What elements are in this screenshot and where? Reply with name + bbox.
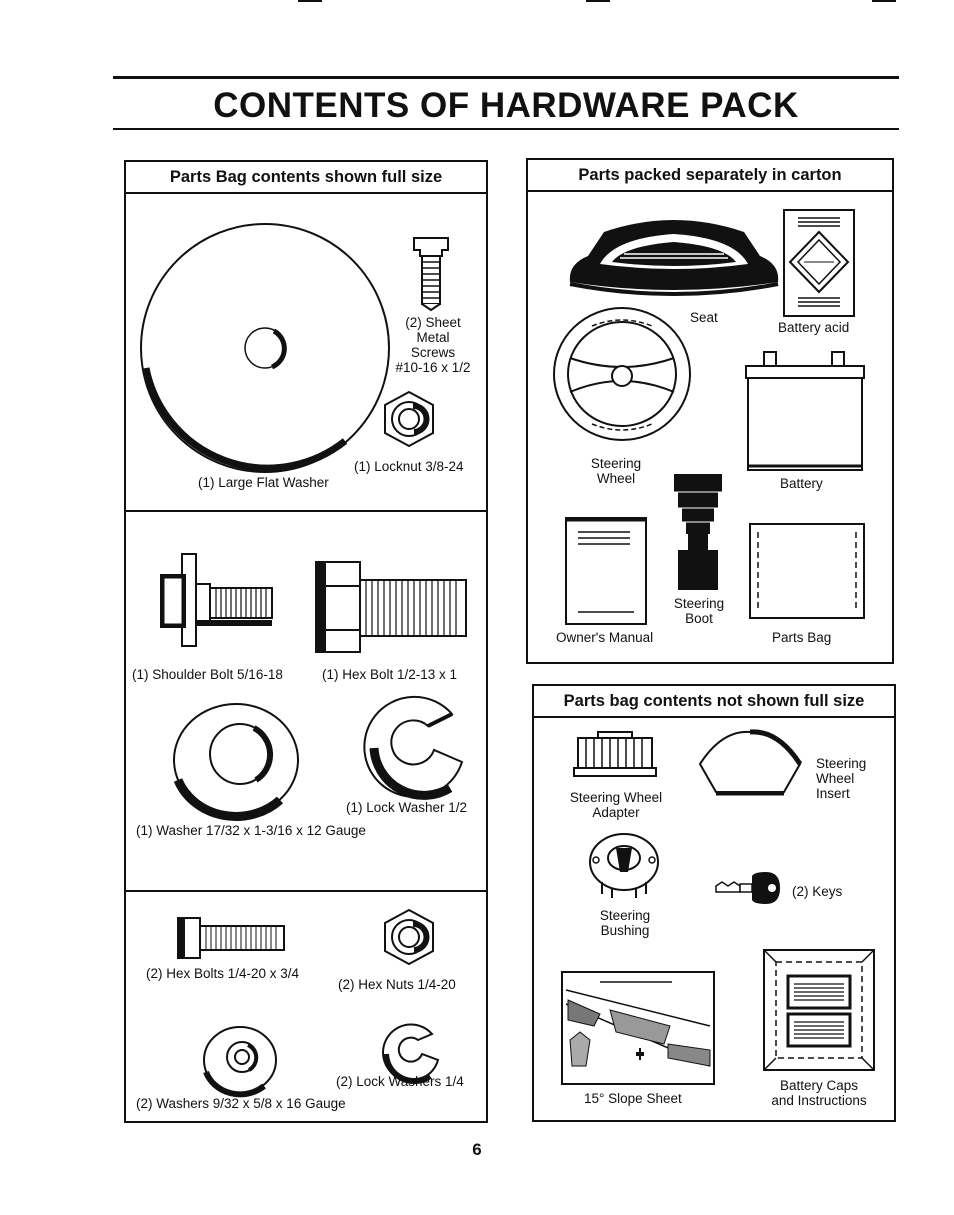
top-mark-left bbox=[298, 0, 322, 2]
owners-manual-caption: Owner's Manual bbox=[556, 630, 654, 645]
battery-acid-image bbox=[783, 209, 855, 317]
shoulder-bolt-image bbox=[160, 553, 273, 647]
battery-caption: Battery bbox=[780, 476, 823, 491]
panel-heading: Parts packed separately in carton bbox=[528, 160, 892, 192]
caption-line: Steering bbox=[816, 756, 867, 771]
battery-caps-image bbox=[763, 949, 875, 1071]
steering-wheel-adapter-image bbox=[573, 731, 657, 777]
washer-image bbox=[173, 703, 299, 821]
hex-bolts-image bbox=[177, 917, 285, 959]
locknut-image bbox=[384, 390, 434, 448]
owners-manual-image bbox=[565, 517, 647, 625]
parts-bag-caption: Parts Bag bbox=[772, 630, 832, 645]
locknut-caption: (1) Locknut 3/8-24 bbox=[354, 459, 464, 474]
panel-carton: Parts packed separately in carton Seat B… bbox=[526, 158, 894, 664]
steering-boot-image bbox=[674, 474, 722, 590]
top-mark-center bbox=[586, 0, 610, 2]
panel-not-full-size: Parts bag contents not shown full size S… bbox=[532, 684, 896, 1122]
caption-line: Wheel bbox=[816, 771, 855, 786]
washers-image bbox=[203, 1026, 277, 1098]
steering-bushing-image bbox=[589, 833, 659, 898]
caption-line: Bushing bbox=[600, 923, 650, 938]
screws-caption: (2) Sheet Metal Screws #10-16 x 1/2 bbox=[388, 315, 478, 375]
caption-line: Wheel bbox=[596, 471, 636, 486]
insert-caption: Steering Wheel Insert bbox=[816, 756, 866, 801]
page-title: CONTENTS OF HARDWARE PACK bbox=[213, 86, 799, 125]
battery-image bbox=[745, 351, 865, 471]
hex-nuts-caption: (2) Hex Nuts 1/4-20 bbox=[338, 977, 456, 992]
caption-line: Steering bbox=[599, 908, 651, 923]
lock-washers-image bbox=[382, 1023, 440, 1085]
caption-line: Steering bbox=[590, 456, 642, 471]
caption-line: and Instructions bbox=[771, 1093, 867, 1108]
panel-heading: Parts bag contents not shown full size bbox=[534, 686, 894, 718]
lock-washers-caption: (2) Lock Washers 1/4 bbox=[336, 1074, 464, 1089]
shoulder-bolt-caption: (1) Shoulder Bolt 5/16-18 bbox=[132, 667, 283, 682]
caption-line: #10-16 x 1/2 bbox=[395, 360, 471, 375]
slope-sheet-image bbox=[561, 971, 715, 1085]
slope-sheet-caption: 15° Slope Sheet bbox=[584, 1091, 682, 1106]
title-rule-top bbox=[113, 76, 899, 79]
parts-bag-image bbox=[749, 523, 865, 619]
lock-washer-caption: (1) Lock Washer 1/2 bbox=[346, 800, 468, 815]
keys-image bbox=[715, 872, 780, 904]
sheet-metal-screw-image bbox=[413, 237, 449, 312]
steering-wheel-caption: Steering Wheel bbox=[576, 456, 656, 486]
caption-line: Boot bbox=[685, 611, 713, 626]
bushing-caption: Steering Bushing bbox=[580, 908, 670, 938]
hex-bolts-caption: (2) Hex Bolts 1/4-20 x 3/4 bbox=[146, 966, 300, 981]
seat-caption: Seat bbox=[690, 310, 718, 325]
caption-line: Battery Caps bbox=[779, 1078, 859, 1093]
caption-line: Adapter bbox=[592, 805, 640, 820]
keys-caption: (2) Keys bbox=[792, 884, 843, 899]
battery-acid-caption: Battery acid bbox=[778, 320, 850, 335]
seat-image bbox=[569, 220, 779, 296]
section-divider bbox=[126, 510, 486, 512]
caption-line: Screws bbox=[410, 345, 456, 360]
steering-boot-caption: Steering Boot bbox=[664, 596, 734, 626]
caption-line: Insert bbox=[816, 786, 850, 801]
large-flat-washer-image bbox=[140, 223, 390, 473]
lock-washer-image bbox=[363, 695, 464, 800]
washers-caption: (2) Washers 9/32 x 5/8 x 16 Gauge bbox=[136, 1096, 346, 1111]
adapter-caption: Steering Wheel Adapter bbox=[556, 790, 676, 820]
panel-heading: Parts Bag contents shown full size bbox=[126, 162, 486, 194]
battery-caps-caption: Battery Caps and Instructions bbox=[754, 1078, 884, 1108]
steering-wheel-insert-image bbox=[698, 729, 803, 796]
caption-line: Steering bbox=[673, 596, 725, 611]
title-rule-bottom bbox=[113, 128, 899, 130]
page-number: 6 bbox=[472, 1140, 482, 1159]
caption-line: Metal bbox=[416, 330, 450, 345]
caption-line: (2) Sheet bbox=[405, 315, 461, 330]
section-divider bbox=[126, 890, 486, 892]
washer-caption: (1) Washer 17/32 x 1-3/16 x 12 Gauge bbox=[136, 823, 366, 838]
panel-full-size: Parts Bag contents shown full size (2) S… bbox=[124, 160, 488, 1123]
caption-line: Steering Wheel bbox=[569, 790, 663, 805]
steering-wheel-image bbox=[553, 307, 691, 441]
hex-bolt-caption: (1) Hex Bolt 1/2-13 x 1 bbox=[322, 667, 458, 682]
hex-bolt-image bbox=[315, 561, 467, 653]
large-washer-caption: (1) Large Flat Washer bbox=[198, 475, 329, 490]
top-mark-right bbox=[872, 0, 896, 2]
hex-nuts-image bbox=[384, 908, 434, 966]
